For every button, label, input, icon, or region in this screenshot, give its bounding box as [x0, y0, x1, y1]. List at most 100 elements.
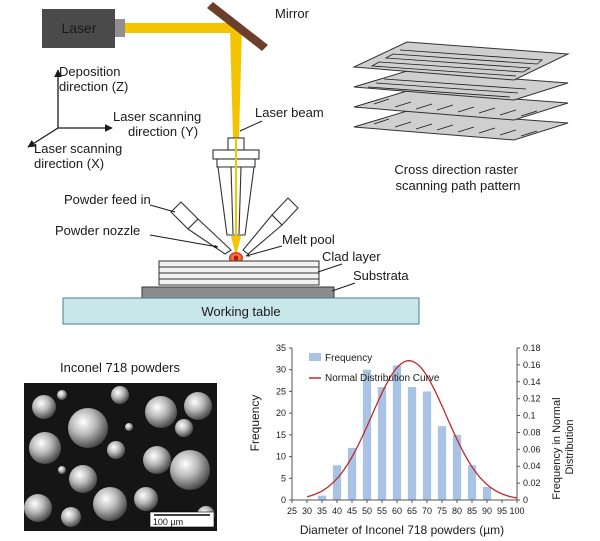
y2-tick-label: 0.02	[523, 478, 541, 488]
chart-y2-axis-label-line2: Distribution	[564, 419, 576, 474]
legend-label-frequency: Frequency	[325, 353, 372, 364]
y2-tick-label: 0	[523, 495, 528, 505]
x-tick-label: 50	[362, 506, 372, 516]
deposition-direction-line1: Deposition	[59, 64, 120, 79]
y2-tick-label: 0.12	[523, 394, 541, 404]
frequency-bar	[317, 495, 327, 500]
normal-distribution-curve	[306, 360, 518, 499]
frequency-bar	[407, 387, 417, 500]
substrate	[141, 286, 335, 299]
y2-tick-label: 0.06	[523, 444, 541, 454]
y2-tick-label: 0.1	[523, 411, 536, 421]
y2-tick-label: 0.04	[523, 461, 541, 471]
raster-caption-line1: Cross direction raster	[394, 162, 518, 177]
working-table-label: Working table	[201, 304, 280, 319]
legend-swatch-frequency	[309, 353, 321, 361]
frequency-bar	[437, 426, 447, 500]
melt-pool-pointer	[245, 245, 283, 257]
melt-pool-label: Melt pool	[282, 232, 335, 247]
chart-legend: Frequency Normal Distribution Curve	[309, 353, 440, 384]
powder-feed-pointer	[149, 204, 176, 213]
powder-micrograph: Inconel 718 powders 100 µm	[24, 360, 217, 531]
clad-layers	[158, 260, 320, 286]
chart-y2-axis-label: Frequency in Normal Distribution	[551, 394, 576, 499]
x-tick-label: 25	[287, 506, 297, 516]
x-tick-label: 45	[347, 506, 357, 516]
x-tick-label: 95	[497, 506, 507, 516]
x-tick-label: 55	[377, 506, 387, 516]
clad-layer-label: Clad layer	[322, 249, 381, 264]
schematic-diagram: Laser Mirror Deposition direction (Z) La…	[27, 2, 420, 325]
y-tick-label: 5	[281, 473, 286, 483]
laser-beam-horizontal	[125, 23, 236, 33]
axis-x-arrow	[27, 127, 59, 148]
raster-plate-1	[352, 41, 570, 81]
x-tick-label: 85	[467, 506, 477, 516]
frequency-bar	[422, 391, 432, 500]
deposition-direction-line2: direction (Z)	[59, 79, 128, 94]
x-tick-label: 60	[392, 506, 402, 516]
y-tick-label: 0	[281, 495, 286, 505]
x-tick-label: 75	[437, 506, 447, 516]
substrata-label: Substrata	[353, 268, 409, 283]
powder-nozzle-label: Powder nozzle	[55, 223, 140, 238]
substrata-pointer	[331, 282, 356, 292]
y-tick-label: 20	[276, 408, 286, 418]
raster-caption: Cross direction raster scanning path pat…	[394, 162, 521, 193]
y-tick-label: 15	[276, 430, 286, 440]
laser-aperture	[115, 19, 125, 37]
x-tick-label: 30	[302, 506, 312, 516]
laser-beam-label: Laser beam	[255, 105, 324, 120]
frequency-bar	[482, 486, 492, 500]
laser-label: Laser	[61, 20, 96, 36]
frequency-bar	[362, 369, 372, 500]
scan-x-line2: direction (X)	[34, 156, 104, 171]
x-tick-label: 35	[317, 506, 327, 516]
raster-scanning-pattern: Cross direction raster scanning path pat…	[352, 41, 570, 193]
beam-focus-cone	[231, 236, 241, 252]
chart-bars	[317, 365, 492, 500]
raster-caption-line2: scanning path pattern	[395, 178, 520, 193]
melt-pool-core	[233, 255, 239, 261]
raster-plate-3	[353, 90, 569, 121]
frequency-bar	[467, 465, 477, 500]
x-tick-label: 40	[332, 506, 342, 516]
chart-y2-axis-label-line1: Frequency in Normal	[551, 397, 563, 499]
raster-plate-2	[353, 70, 569, 101]
frequency-bar	[452, 434, 462, 500]
x-tick-label: 80	[452, 506, 462, 516]
mirror-label: Mirror	[275, 6, 310, 21]
powder-feed-label: Powder feed in	[64, 192, 151, 207]
y2-tick-label: 0.16	[523, 360, 541, 370]
deposition-direction-label: Deposition direction (Z)	[59, 64, 128, 94]
x-tick-label: 65	[407, 506, 417, 516]
powder-feed-tube-left	[170, 201, 232, 255]
powder-size-chart: 0 5 10 15 20 25 30 35 0 0.02 0.04 0.06 0.08 0.1 0.12 0…	[248, 343, 576, 537]
mirror	[207, 2, 268, 51]
frequency-bar	[347, 447, 357, 500]
scale-bar-label: 100 µm	[153, 517, 183, 527]
y2-tick-label: 0.18	[523, 343, 541, 353]
powder-nozzle-pointer	[149, 234, 219, 248]
working-table	[62, 297, 420, 325]
scan-x-label: Laser scanning direction (X)	[34, 141, 126, 171]
laser-beam-vertical	[230, 28, 242, 138]
laser-source	[42, 9, 115, 48]
clad-layer-pointer	[317, 263, 343, 273]
frequency-bar	[392, 365, 402, 500]
legend-label-curve: Normal Distribution Curve	[325, 373, 440, 384]
scan-y-label: Laser scanning direction (Y)	[113, 109, 205, 139]
chart-y-axis-label: Frequency	[248, 395, 262, 452]
y2-tick-label: 0.08	[523, 427, 541, 437]
y-tick-label: 25	[276, 386, 286, 396]
powder-particles	[24, 386, 215, 527]
y-tick-label: 35	[276, 343, 286, 353]
frequency-bar	[332, 465, 342, 500]
x-tick-label: 90	[482, 506, 492, 516]
scan-y-line1: Laser scanning	[113, 109, 201, 124]
y-tick-label: 10	[276, 452, 286, 462]
laser-beam-pointer	[239, 120, 263, 132]
